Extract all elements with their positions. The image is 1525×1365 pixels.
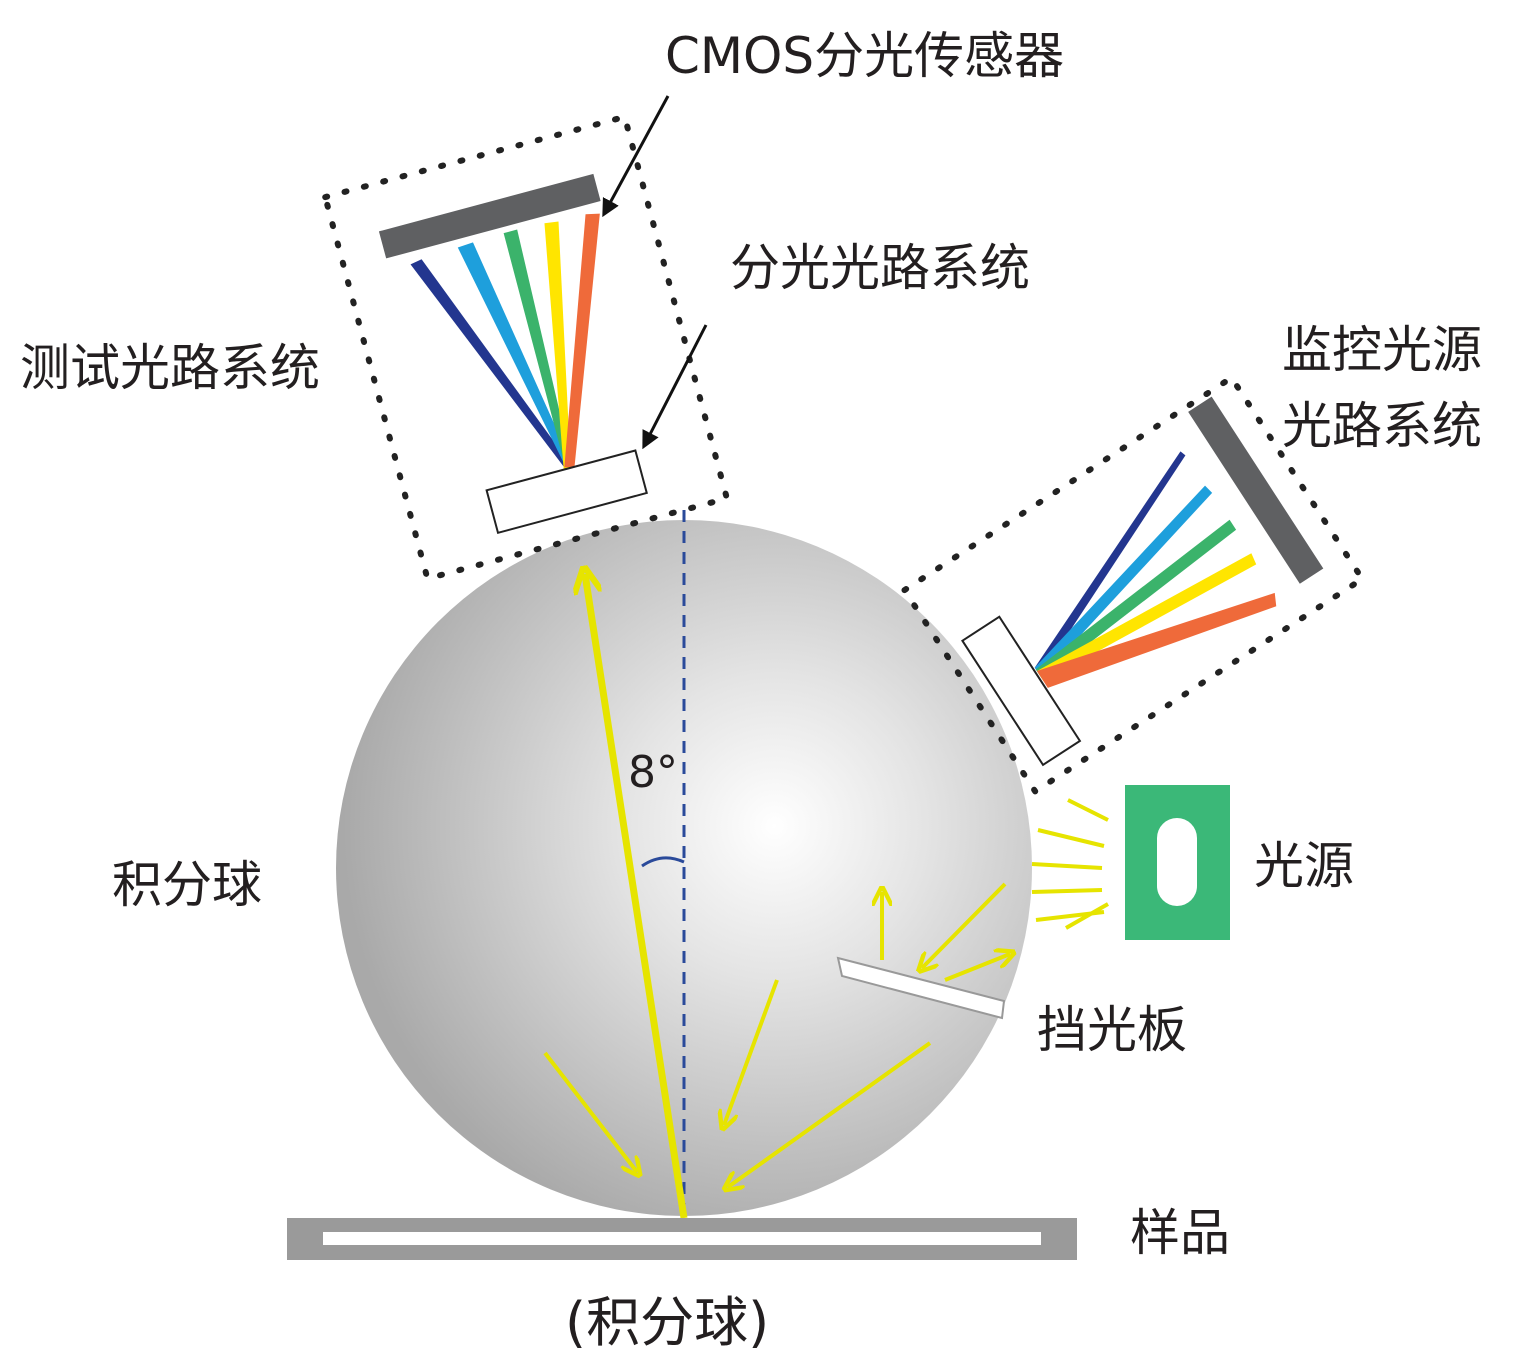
- light-source-glow: [1031, 798, 1109, 930]
- cmos-sensor-label: CMOS分光传感器: [665, 27, 1065, 85]
- monitor-optics-group: [900, 373, 1367, 796]
- light-source-bulb: [1157, 818, 1197, 906]
- baffle-label: 挡光板: [1037, 1001, 1187, 1059]
- baffle-ray-in: [922, 882, 1007, 968]
- test-optics-group: [321, 113, 731, 583]
- monitor-spectrum-green: [1035, 519, 1237, 680]
- baffle-plate: [836, 956, 1006, 1020]
- monitor-optics-label-line1: 监控光源: [1282, 321, 1482, 379]
- angle-arc: [641, 856, 685, 868]
- monitor-spectrum-blue-dark: [1034, 451, 1186, 677]
- monitor-spectrum-red: [1036, 592, 1277, 688]
- monitor-optics-boundary: [900, 373, 1367, 796]
- test-optics-label: 测试光路系统: [20, 339, 320, 397]
- light-source-label: 光源: [1254, 837, 1354, 895]
- cmos-sensor-bar: [378, 173, 601, 259]
- angle-label: 8°: [628, 747, 678, 798]
- caption: (积分球): [565, 1291, 770, 1354]
- monitor-sensor-bar: [1188, 396, 1324, 584]
- monitor-spectrum-yellow: [1036, 553, 1257, 682]
- monitor-spectrum-blue-light: [1034, 485, 1213, 678]
- test-optics-boundary: [321, 113, 731, 583]
- spectrum-green: [503, 229, 573, 470]
- baffle-ray-out: [944, 954, 1010, 982]
- sample-label: 样品: [1130, 1204, 1230, 1262]
- reflected-ray-3: [728, 1041, 932, 1187]
- sample-inner: [323, 1232, 1041, 1245]
- spectrum-yellow: [544, 221, 571, 469]
- spectral-optics-label: 分光光路系统: [730, 239, 1030, 297]
- monitor-optics-window: [961, 615, 1082, 767]
- sphere-label: 积分球: [112, 856, 262, 914]
- spectrum-blue-dark: [410, 259, 573, 472]
- reflected-ray-2: [724, 979, 779, 1125]
- measurement-ray: [585, 574, 688, 1219]
- reflected-ray-1: [543, 1051, 637, 1172]
- test-optics-window: [485, 449, 648, 535]
- spectral-callout-arrow: [642, 324, 708, 450]
- cmos-callout-arrow: [602, 95, 670, 218]
- spectrum-blue-light: [457, 242, 574, 470]
- monitor-optics-label-line2: 光路系统: [1282, 397, 1482, 455]
- spectrum-red: [564, 213, 600, 468]
